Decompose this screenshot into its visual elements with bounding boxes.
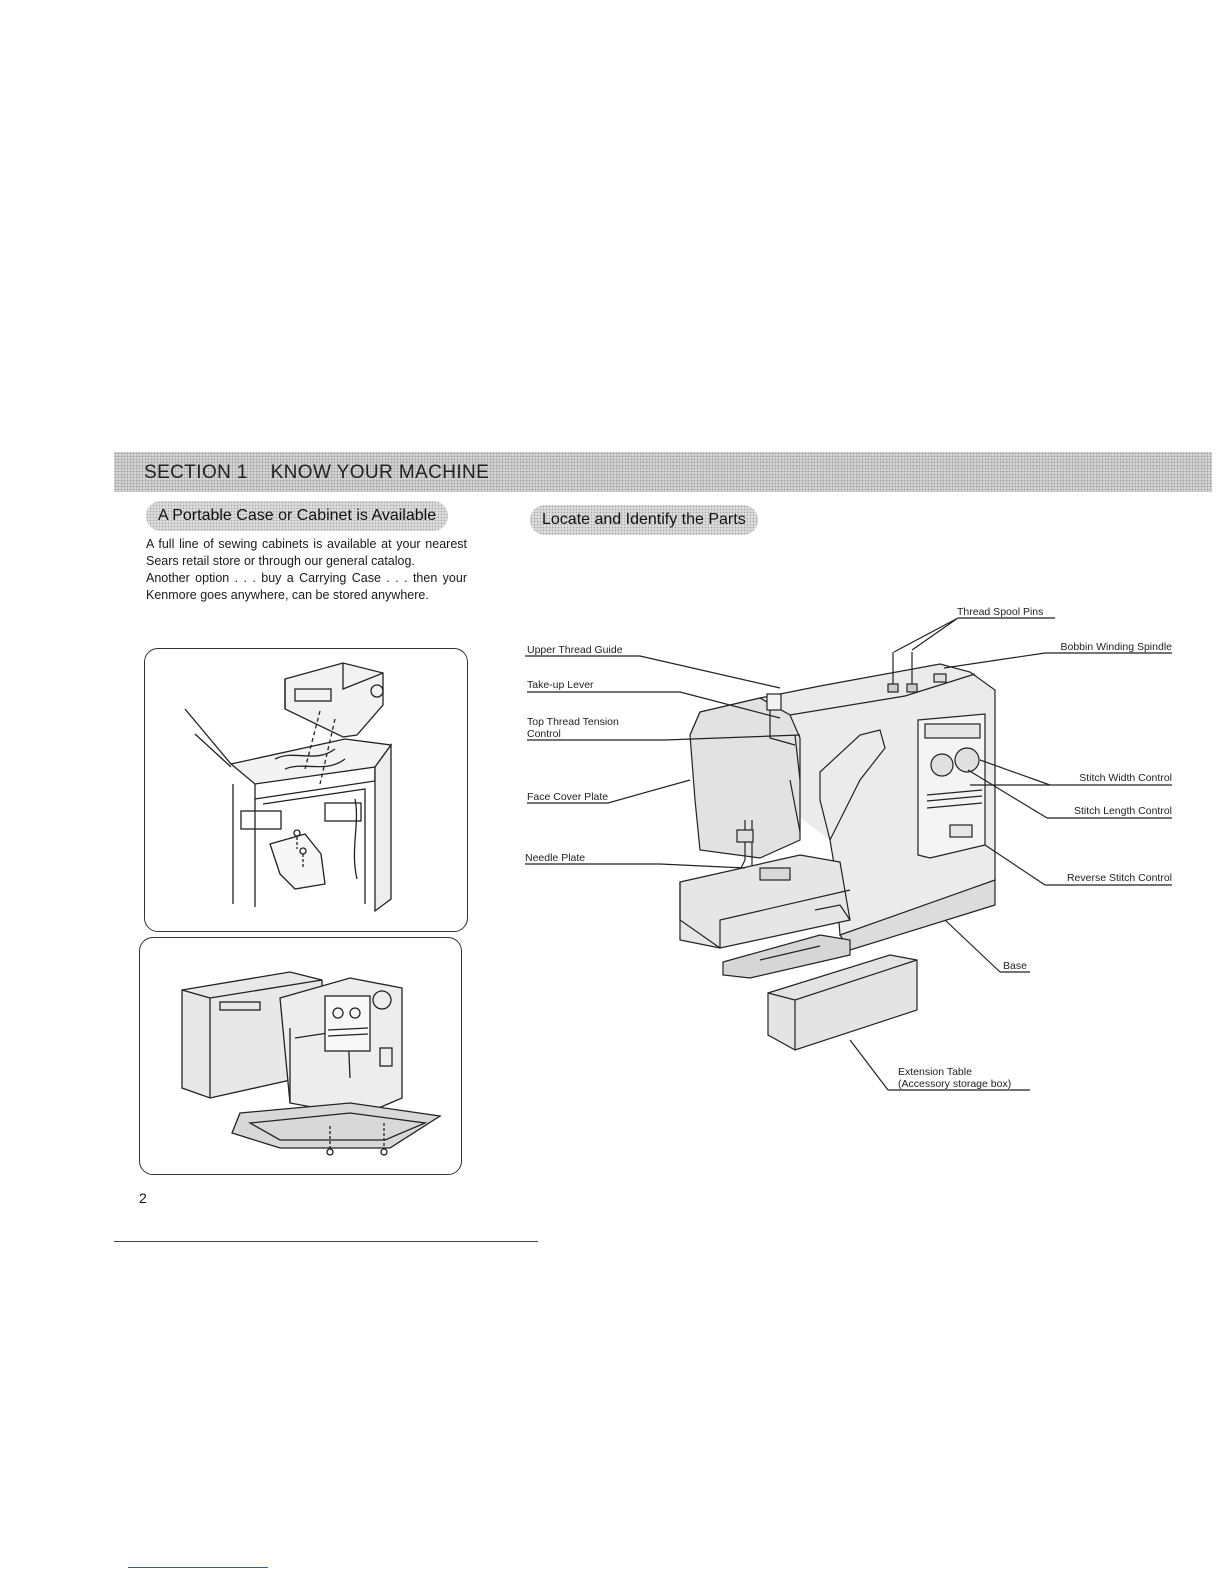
callout-bobbin-winding-spindle: Bobbin Winding Spindle [1060, 641, 1173, 653]
callout-top-thread-tension-line2: Control [527, 728, 561, 740]
section-header-bar: SECTION 1 KNOW YOUR MACHINE [114, 452, 1212, 492]
portable-case-text: A full line of sewing cabinets is availa… [146, 536, 467, 604]
carrying-case-illustration [181, 971, 442, 1156]
callout-stitch-width-control: Stitch Width Control [1079, 772, 1172, 784]
callout-base: Base [1003, 960, 1027, 972]
footer-rule [114, 1241, 538, 1242]
callout-extension-table-line2: (Accessory storage box) [898, 1078, 1012, 1090]
portable-case-paragraph-1: A full line of sewing cabinets is availa… [146, 537, 467, 568]
locate-parts-heading: Locate and Identify the Parts [530, 505, 758, 535]
portable-case-heading: A Portable Case or Cabinet is Available [146, 501, 449, 531]
cabinet-illustration [184, 662, 393, 913]
callout-upper-thread-guide: Upper Thread Guide [527, 644, 623, 656]
callout-face-cover-plate: Face Cover Plate [527, 791, 609, 803]
callout-top-thread-tension-line1: Top Thread Tension [527, 716, 619, 728]
callout-extension-table: Extension Table (Accessory storage box) [898, 1066, 1011, 1090]
callout-top-thread-tension: Top Thread Tension Control [527, 716, 619, 740]
page-number: 2 [139, 1190, 147, 1206]
cabinet-figure [144, 648, 468, 932]
footer-underline [128, 1567, 268, 1568]
callout-extension-table-line1: Extension Table [898, 1066, 972, 1078]
carrying-case-figure [139, 937, 462, 1175]
section-title: SECTION 1 KNOW YOUR MACHINE [144, 462, 490, 483]
callout-take-up-lever: Take-up Lever [527, 679, 594, 691]
callout-stitch-length-control: Stitch Length Control [1073, 805, 1172, 817]
callout-needle-plate: Needle Plate [525, 852, 586, 864]
portable-case-paragraph-2: Another option . . . buy a Carrying Case… [146, 571, 467, 602]
callout-reverse-stitch-control: Reverse Stitch Control [1066, 872, 1172, 884]
callout-thread-spool-pins: Thread Spool Pins [957, 606, 1044, 618]
